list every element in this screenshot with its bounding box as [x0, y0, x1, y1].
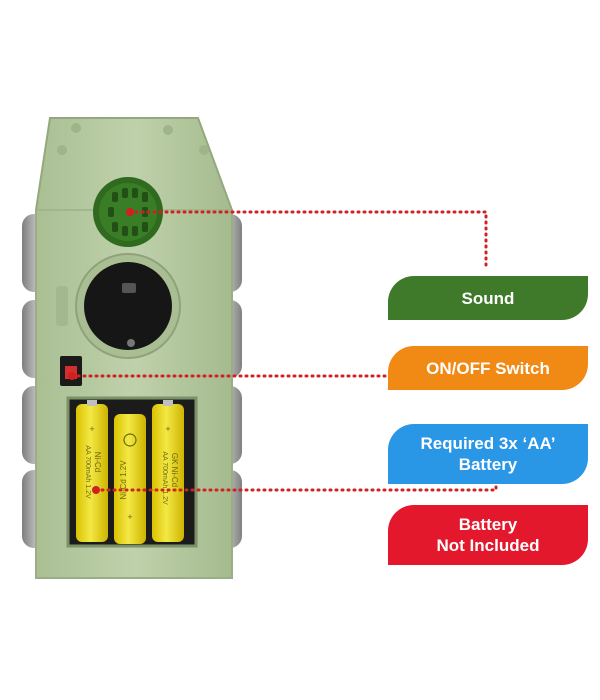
battery-left-spec: AA 700mAh 1.2V: [84, 445, 91, 499]
round-cover: [75, 253, 181, 359]
callout-battery: [94, 484, 498, 492]
callout-lines: [70, 210, 498, 492]
battery-left: +: [76, 400, 108, 542]
callout-sound: [128, 210, 488, 272]
sound-label: Sound: [388, 276, 588, 320]
switch-label: ON/OFF Switch: [388, 346, 588, 390]
battery-label-line2: Battery: [458, 455, 518, 474]
svg-text:+: +: [89, 424, 94, 434]
battery-middle-print: Ni-Cd 1.2V: [119, 460, 128, 500]
on-off-switch[interactable]: [60, 356, 82, 386]
battery-label: Required 3x ‘AA’ Battery: [388, 424, 588, 484]
battery-right-spec: AA 700mAh 1.2V: [161, 451, 168, 505]
battery-middle: +: [114, 414, 146, 544]
svg-text:+: +: [165, 424, 170, 434]
not-included-line2: Not Included: [436, 536, 540, 555]
battery-label-line1: Required 3x ‘AA’: [420, 434, 556, 453]
battery-right-print: GK Ni-Cd: [170, 453, 179, 487]
not-included-line1: Battery: [458, 515, 518, 534]
svg-text:+: +: [127, 512, 132, 522]
battery-right: +: [152, 400, 184, 542]
battery-left-print: Ni-Cd: [93, 452, 102, 472]
callout-endpoints: [68, 208, 134, 494]
not-included-label: Battery Not Included: [388, 505, 588, 565]
switch-label-text: ON/OFF Switch: [426, 358, 550, 378]
sound-label-text: Sound: [461, 288, 515, 308]
